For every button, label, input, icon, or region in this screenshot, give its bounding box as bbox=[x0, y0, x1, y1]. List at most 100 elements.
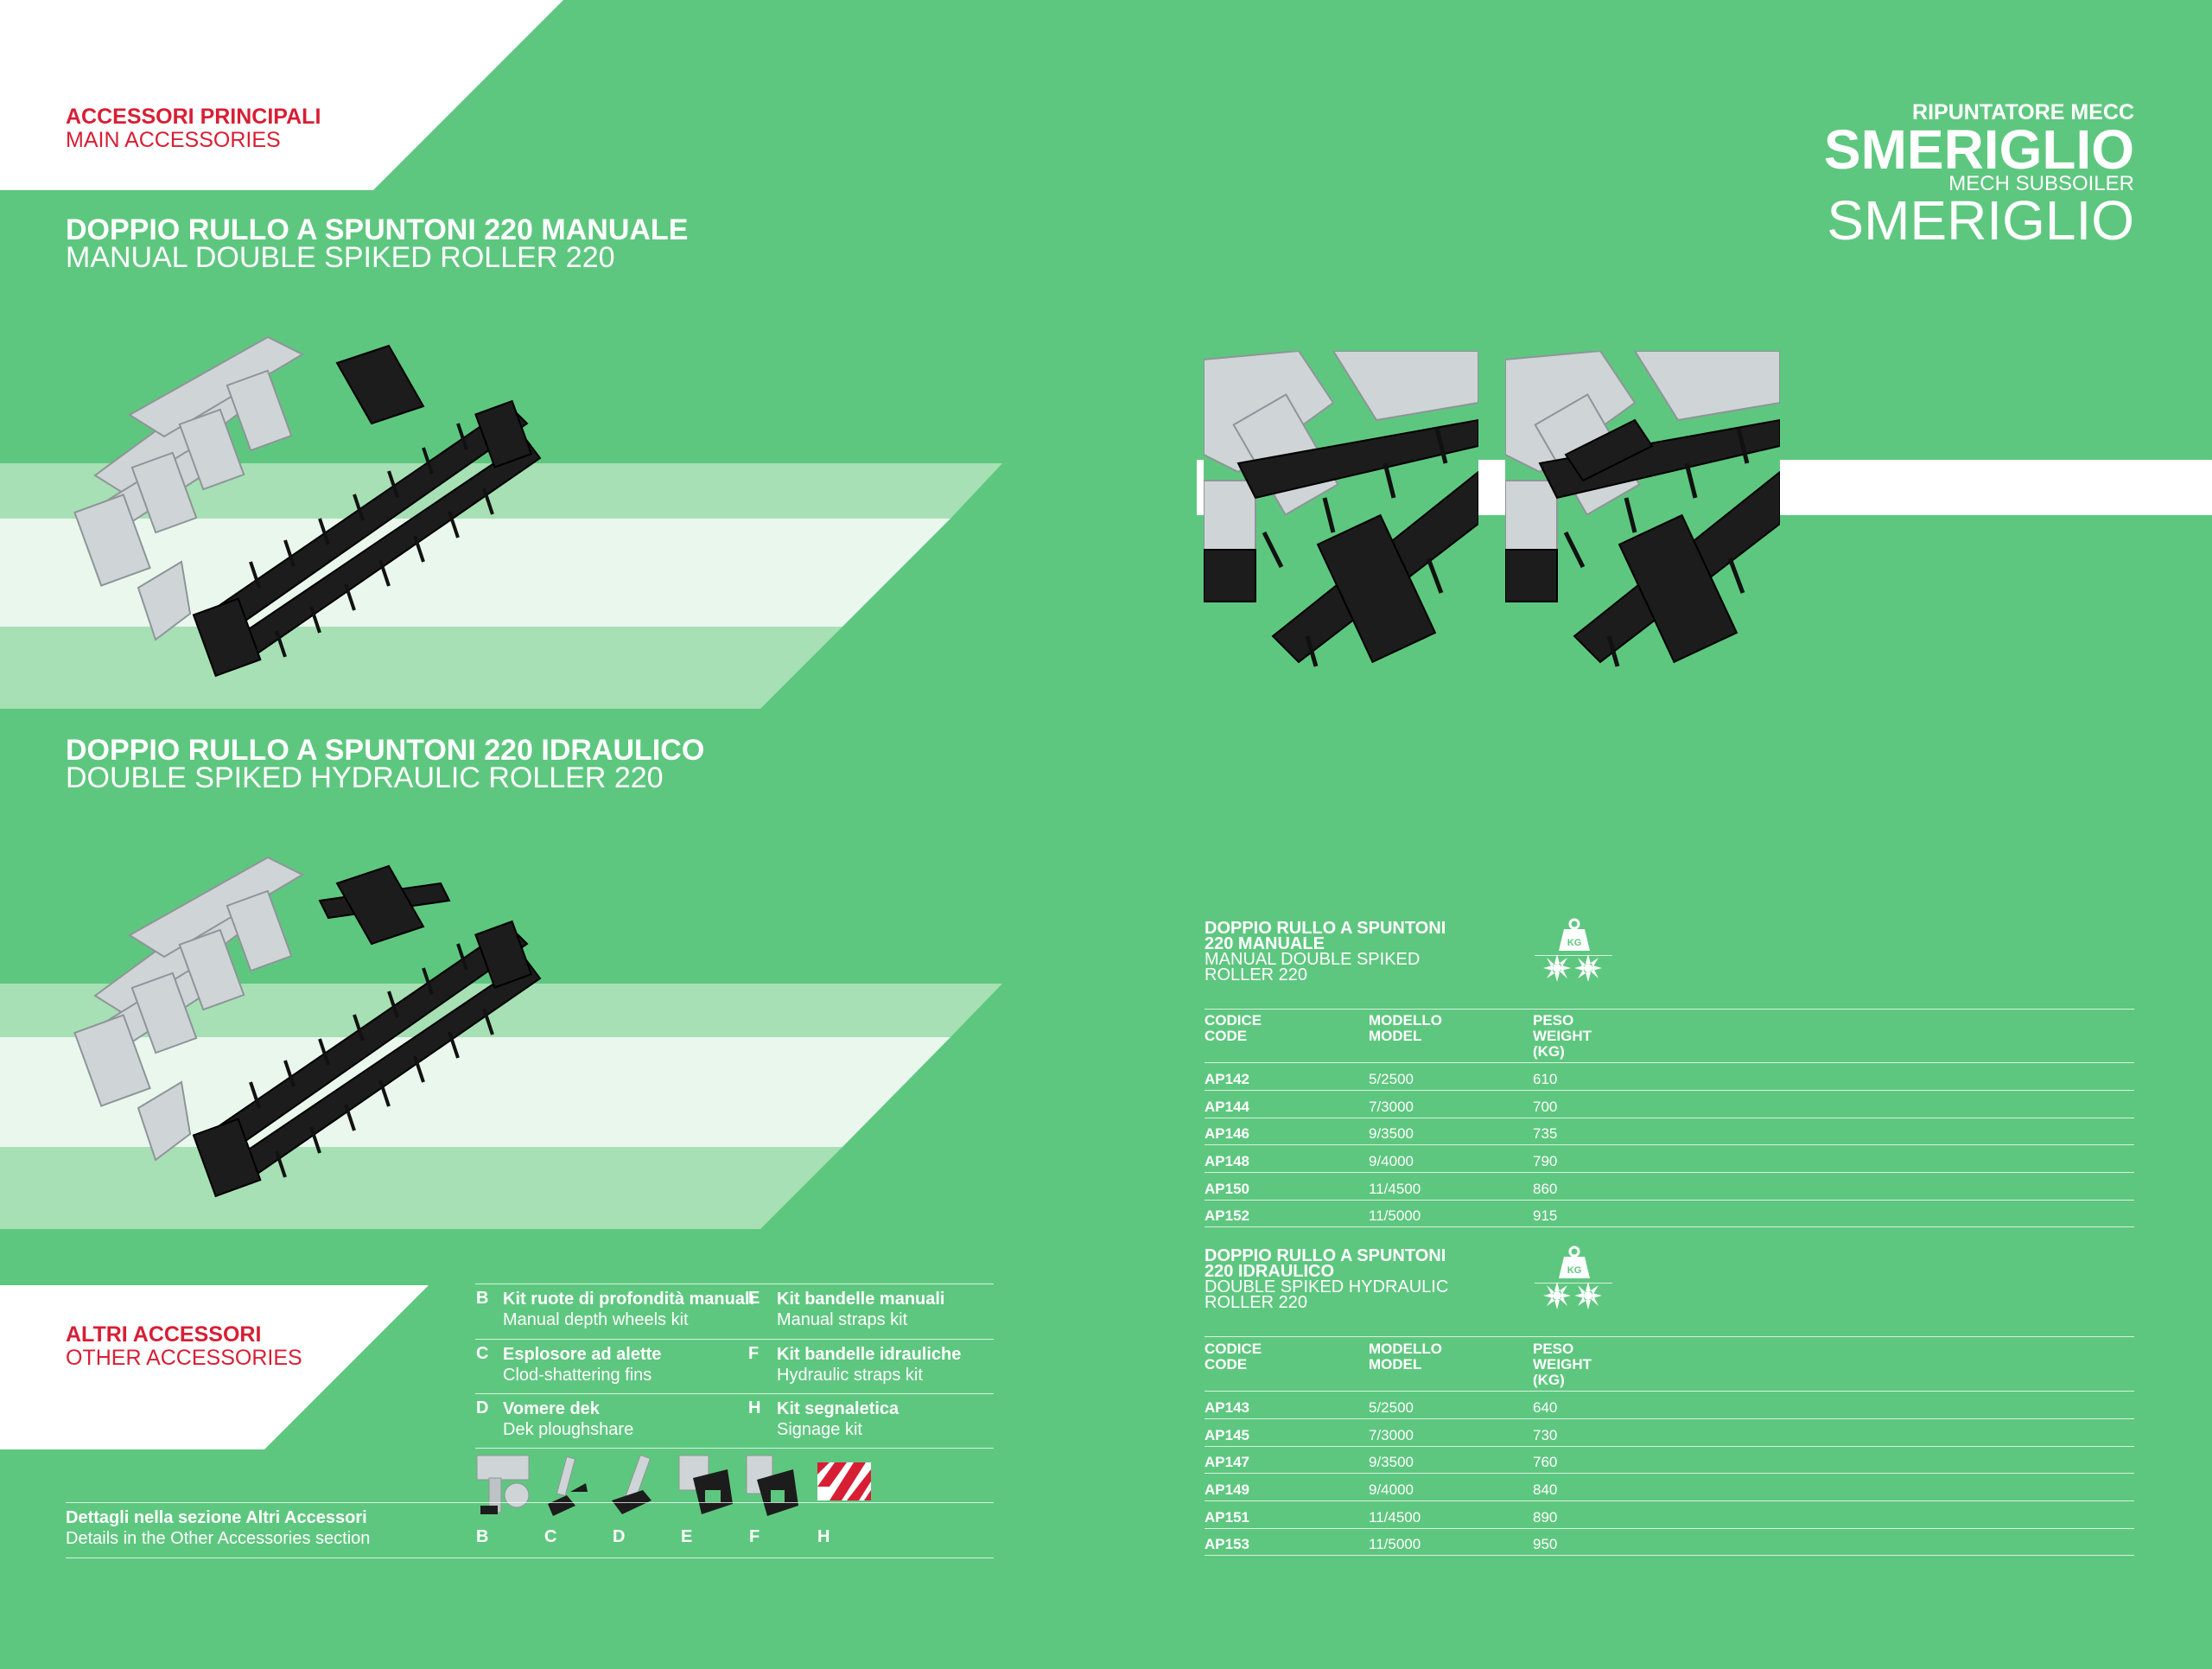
accessory-thumbnails bbox=[476, 1454, 871, 1516]
details-note-it: Dettagli nella sezione Altri Accessori bbox=[66, 1508, 367, 1527]
stripe-1a bbox=[0, 463, 1002, 519]
table2-header-code: CODICE CODE bbox=[1205, 1341, 1262, 1373]
thumb-letter: D bbox=[613, 1527, 626, 1546]
main-accessories-title: ACCESSORI PRINCIPALI bbox=[66, 105, 321, 129]
row-rule bbox=[1205, 1090, 2134, 1091]
table1-header-model: MODELLO MODEL bbox=[1369, 1012, 1442, 1044]
thumb-letter: H bbox=[817, 1527, 830, 1546]
accessory-letter: B bbox=[476, 1289, 489, 1308]
other-accessories-subtitle: OTHER ACCESSORIES bbox=[66, 1346, 302, 1370]
section2-subtitle: DOUBLE SPIKED HYDRAULIC ROLLER 220 bbox=[66, 761, 664, 794]
table1-header-weight: PESO WEIGHT (KG) bbox=[1533, 1012, 1592, 1060]
weight-icon: KG bbox=[1559, 918, 1590, 951]
section1-title: DOPPIO RULLO A SPUNTONI 220 MANUALE bbox=[66, 213, 689, 246]
row-rule bbox=[1205, 1473, 2134, 1474]
main-accessories-subtitle: MAIN ACCESSORIES bbox=[66, 128, 281, 152]
table2-title-line2: 220 IDRAULICO bbox=[1205, 1262, 1335, 1281]
row-rule bbox=[1205, 1200, 2134, 1201]
accessory-item: Kit segnaletica Signage kit bbox=[777, 1399, 899, 1439]
machine-image-hydraulic bbox=[73, 856, 542, 1198]
table-cell: 9/4000 bbox=[1369, 1481, 1414, 1498]
brand-line3: MECH SUBSOILER bbox=[1948, 172, 2134, 195]
spiked-roller-icon bbox=[1543, 1282, 1602, 1309]
table-cell: 11/4500 bbox=[1369, 1509, 1421, 1526]
table2-subtitle-line2: ROLLER 220 bbox=[1205, 1293, 1307, 1312]
thumb-e bbox=[678, 1455, 733, 1514]
table-row: AP146 bbox=[1205, 1125, 1249, 1142]
table2-top-rule bbox=[1205, 1336, 2134, 1337]
table-cell: 760 bbox=[1533, 1454, 1558, 1470]
table-cell: 11/5000 bbox=[1369, 1536, 1421, 1552]
table-cell: 7/3000 bbox=[1369, 1427, 1414, 1443]
table-row: AP143 bbox=[1205, 1399, 1249, 1416]
thumb-letter: E bbox=[681, 1527, 693, 1546]
table-cell: 735 bbox=[1533, 1125, 1558, 1142]
table-cell: 890 bbox=[1533, 1509, 1558, 1526]
details-note-en: Details in the Other Accessories section bbox=[66, 1529, 371, 1548]
table-cell: 5/2500 bbox=[1369, 1399, 1414, 1416]
table-row: AP149 bbox=[1205, 1481, 1249, 1498]
row-rule bbox=[1205, 1555, 2134, 1556]
accessory-item: Kit bandelle idrauliche Hydraulic straps… bbox=[777, 1345, 962, 1385]
table-cell: 9/3500 bbox=[1369, 1454, 1414, 1470]
table1-title-block: DOPPIO RULLO A SPUNTONI 220 MANUALE MANU… bbox=[1205, 919, 1446, 984]
table-row: AP152 bbox=[1205, 1207, 1249, 1224]
table-cell: 7/3000 bbox=[1369, 1099, 1414, 1115]
thumb-letter: B bbox=[476, 1527, 489, 1546]
table-cell: 915 bbox=[1533, 1207, 1558, 1224]
section2-title: DOPPIO RULLO A SPUNTONI 220 IDRAULICO bbox=[66, 734, 705, 767]
accessory-letter: D bbox=[476, 1398, 489, 1417]
row-rule bbox=[1205, 1528, 2134, 1529]
table1-top-rule bbox=[1205, 1009, 2134, 1010]
icon-divider bbox=[1535, 1283, 1612, 1284]
thumb-letter: F bbox=[749, 1527, 760, 1546]
table2-header-rule bbox=[1205, 1391, 2134, 1392]
accessory-item: Kit bandelle manuali Manual straps kit bbox=[777, 1290, 945, 1329]
table-cell: 9/4000 bbox=[1369, 1153, 1414, 1169]
detail-photo-manual bbox=[1204, 351, 1478, 672]
brand-line4: SMERIGLIO bbox=[1827, 189, 2134, 252]
section1-subtitle: MANUAL DOUBLE SPIKED ROLLER 220 bbox=[66, 241, 615, 274]
table1-title-line1: DOPPIO RULLO A SPUNTONI bbox=[1205, 919, 1446, 938]
row-rule bbox=[1205, 1418, 2134, 1419]
row-rule bbox=[1205, 1144, 2134, 1145]
icon-divider bbox=[1535, 955, 1612, 956]
other-accessories-title: ALTRI ACCESSORI bbox=[66, 1322, 262, 1347]
table1-title-line2: 220 MANUALE bbox=[1205, 934, 1325, 953]
row-rule bbox=[1205, 1500, 2134, 1501]
brand-line2: SMERIGLIO bbox=[1823, 118, 2134, 181]
table-cell: 9/3500 bbox=[1369, 1125, 1414, 1142]
table-cell: 950 bbox=[1533, 1536, 1558, 1552]
table2-title-line1: DOPPIO RULLO A SPUNTONI bbox=[1205, 1246, 1446, 1265]
brand-block: RIPUNTATORE MECC SMERIGLIO MECH SUBSOILE… bbox=[1616, 100, 2134, 252]
table-cell: 790 bbox=[1533, 1153, 1558, 1169]
acc-rule bbox=[475, 1393, 994, 1394]
table-cell: 11/5000 bbox=[1369, 1207, 1421, 1224]
thumb-h bbox=[817, 1462, 871, 1500]
table-cell: 700 bbox=[1533, 1099, 1558, 1115]
table-row: AP148 bbox=[1205, 1153, 1249, 1169]
accessory-item: Kit ruote di profondità manuali Manual d… bbox=[503, 1290, 755, 1329]
brand-line1: RIPUNTATORE MECC bbox=[1912, 100, 2134, 124]
thumb-c bbox=[548, 1456, 588, 1516]
details-note: Dettagli nella sezione Altri Accessori D… bbox=[66, 1507, 370, 1549]
table1-header-rule bbox=[1205, 1062, 2134, 1063]
weight-icon-label: KG bbox=[1567, 938, 1582, 948]
table1-subtitle-line2: ROLLER 220 bbox=[1205, 965, 1307, 984]
thumb-b bbox=[476, 1455, 530, 1514]
row-rule bbox=[1205, 1446, 2134, 1447]
table-cell: 640 bbox=[1533, 1399, 1558, 1416]
table-cell: 840 bbox=[1533, 1481, 1558, 1498]
machine-image-manual bbox=[73, 335, 542, 678]
table-cell: 860 bbox=[1533, 1181, 1558, 1197]
accessory-letter: C bbox=[476, 1344, 489, 1363]
thumb-f bbox=[746, 1455, 798, 1516]
table-row: AP151 bbox=[1205, 1509, 1249, 1526]
thumb-d bbox=[612, 1454, 652, 1514]
table-cell: 730 bbox=[1533, 1427, 1558, 1443]
header-tab bbox=[0, 0, 563, 190]
table-row: AP147 bbox=[1205, 1454, 1249, 1470]
table-cell: 5/2500 bbox=[1369, 1071, 1414, 1087]
table2-header-weight: PESO WEIGHT (KG) bbox=[1533, 1341, 1592, 1388]
acc-rule bbox=[475, 1448, 994, 1449]
